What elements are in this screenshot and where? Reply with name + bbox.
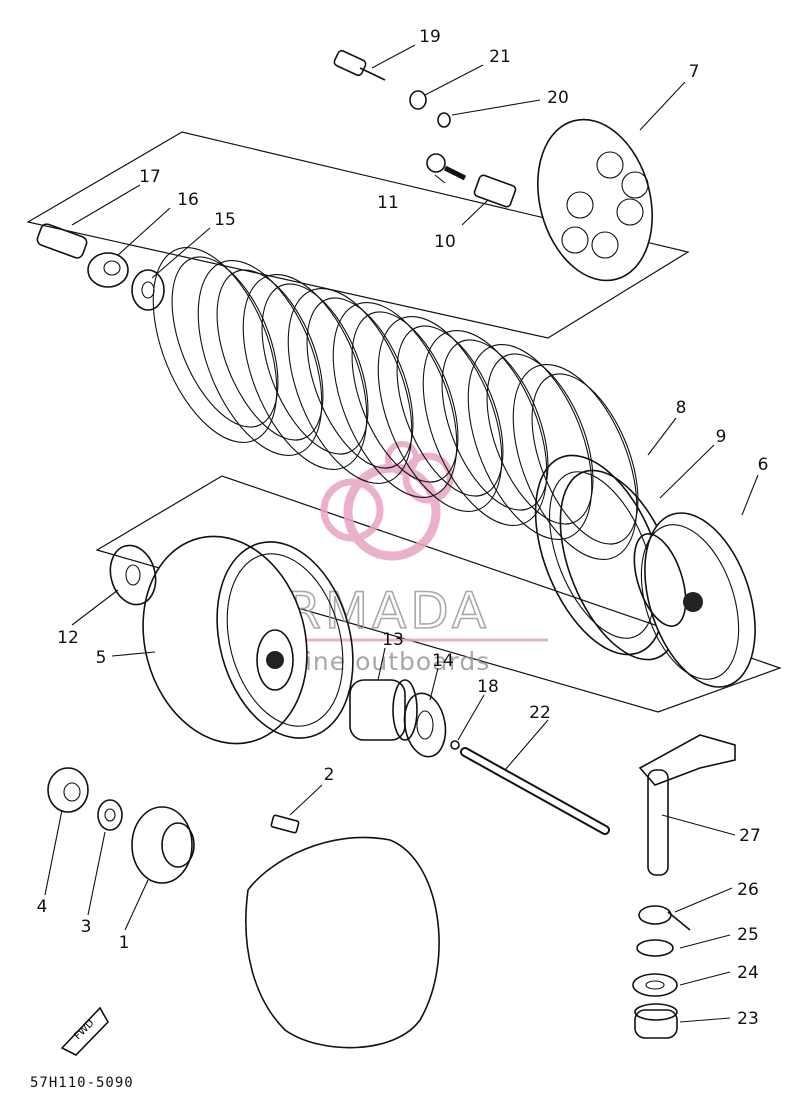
reference-code: 57H110-5090 bbox=[30, 1075, 134, 1091]
callout-20: 20 bbox=[547, 88, 569, 108]
callout-11: 11 bbox=[377, 193, 399, 213]
clutch-plate bbox=[242, 273, 369, 471]
part-19-bolt bbox=[333, 49, 386, 81]
part-12-thrust-washer bbox=[109, 544, 157, 606]
callout-4: 4 bbox=[37, 897, 48, 917]
part-6-pressure-plate bbox=[633, 512, 756, 688]
part-5-clutch-housing bbox=[142, 535, 354, 745]
group-outline-lower bbox=[95, 475, 782, 713]
clutch-plate bbox=[197, 259, 324, 457]
callout-23: 23 bbox=[737, 1009, 759, 1029]
part-21-nut bbox=[409, 90, 427, 110]
clutch-plate bbox=[152, 246, 279, 444]
callout-14: 14 bbox=[432, 651, 454, 671]
part-26-spring bbox=[638, 905, 691, 931]
part-17-shaft bbox=[36, 223, 88, 259]
callout-21: 21 bbox=[489, 47, 511, 67]
callout-24: 24 bbox=[737, 963, 759, 983]
callout-27: 27 bbox=[739, 826, 761, 846]
part-14-washer bbox=[403, 692, 447, 758]
watermark-emblem bbox=[320, 441, 454, 561]
leader-lines bbox=[44, 44, 759, 1023]
callout-9: 9 bbox=[716, 427, 727, 447]
clutch-plate bbox=[332, 301, 459, 499]
forward-arrow: FWD bbox=[60, 1006, 109, 1056]
part-4-nut bbox=[47, 767, 89, 813]
callout-5: 5 bbox=[96, 648, 107, 668]
clutch-plate bbox=[467, 343, 594, 541]
clutch-plate-stack bbox=[152, 246, 639, 561]
group-outline-upper bbox=[26, 131, 690, 339]
callout-22: 22 bbox=[529, 703, 551, 723]
part-16-nut bbox=[87, 252, 129, 288]
part-15-lock-washer bbox=[131, 269, 165, 311]
part-23-bearing bbox=[634, 1003, 678, 1039]
part-20-washer bbox=[437, 112, 451, 128]
part-25-washer bbox=[636, 939, 674, 957]
part-18-ball bbox=[450, 740, 460, 750]
callout-10: 10 bbox=[434, 232, 456, 252]
part-13-spacer bbox=[349, 679, 418, 741]
callout-12: 12 bbox=[57, 628, 79, 648]
clutch-plate bbox=[512, 363, 639, 561]
callout-19: 19 bbox=[419, 27, 441, 47]
part-27-lever-shaft bbox=[638, 734, 736, 876]
callout-6: 6 bbox=[758, 455, 769, 475]
callout-2: 2 bbox=[324, 765, 335, 785]
callout-7: 7 bbox=[689, 62, 700, 82]
part-22-push-rod bbox=[460, 747, 610, 835]
callout-numbers: 1 2 3 4 5 6 7 8 9 10 11 12 13 14 15 16 1… bbox=[37, 27, 769, 1029]
callout-13: 13 bbox=[382, 630, 404, 650]
clutch-plate bbox=[422, 329, 549, 527]
callout-18: 18 bbox=[477, 677, 499, 697]
callout-16: 16 bbox=[177, 190, 199, 210]
part-7-pressure-disk bbox=[536, 118, 654, 282]
callout-15: 15 bbox=[214, 210, 236, 230]
part-2-key bbox=[270, 814, 300, 834]
callout-3: 3 bbox=[81, 917, 92, 937]
crankcase-cover bbox=[245, 836, 440, 1049]
callout-17: 17 bbox=[139, 167, 161, 187]
part-24-seal bbox=[632, 973, 678, 997]
part-1-gear bbox=[131, 806, 195, 884]
callout-26: 26 bbox=[737, 880, 759, 900]
callout-8: 8 bbox=[676, 398, 687, 418]
part-10-spring bbox=[473, 174, 517, 208]
callout-25: 25 bbox=[737, 925, 759, 945]
part-3-washer bbox=[97, 799, 123, 831]
part-11-bolt bbox=[426, 153, 467, 181]
callout-1: 1 bbox=[119, 933, 130, 953]
